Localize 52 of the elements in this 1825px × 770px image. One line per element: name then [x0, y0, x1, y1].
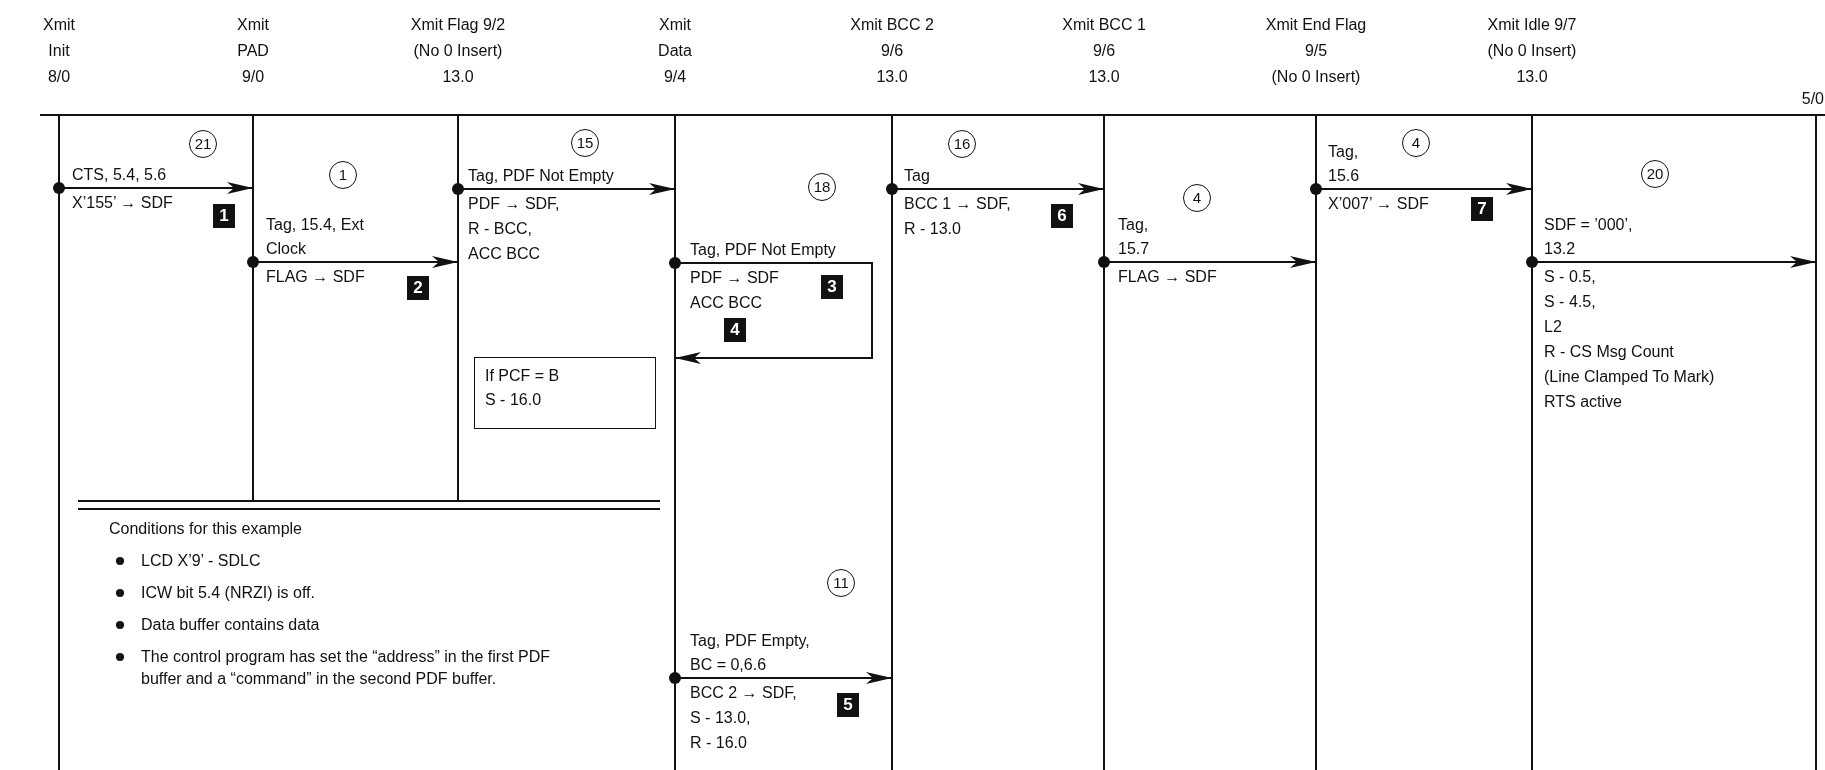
callout-number: 4 — [724, 318, 746, 342]
edge-label: SDF = ’000’, 13.2 — [1544, 215, 1634, 259]
action-text: X’155’ → SDF — [72, 193, 173, 213]
arrow — [1526, 256, 1816, 268]
action-text: R - CS Msg Count — [1544, 342, 1674, 362]
action-text: (Line Clamped To Mark) — [1544, 367, 1715, 387]
edge-label: Tag, PDF Empty, BC = 0,6.6 — [690, 631, 811, 675]
arrow — [886, 183, 1104, 195]
action-text: R - 13.0 — [904, 219, 961, 239]
callout-number: 1 — [213, 204, 235, 228]
callout-number: 5 — [837, 693, 859, 717]
callout-number: 2 — [407, 276, 429, 300]
action-text: BCC 1 → SDF, — [904, 194, 1011, 214]
state-column: 5/0 — [1790, 86, 1824, 770]
action-text: RTS active — [1544, 392, 1622, 412]
note-box: If PCF = B S - 16.0 — [474, 357, 656, 429]
action-text: S - 13.0, — [690, 708, 751, 728]
action-text: S - 4.5, — [1544, 292, 1596, 312]
arrow — [452, 183, 675, 195]
arrow — [247, 256, 458, 268]
edge-label: CTS, 5.4, 5.6 — [72, 165, 168, 185]
arrow — [669, 257, 873, 364]
action-text: BCC 2 → SDF, — [690, 683, 797, 703]
note-text: Data buffer contains data — [141, 615, 321, 635]
edge-label: Tag, 15.4, Ext Clock — [266, 215, 365, 259]
action-text: FLAG → SDF — [266, 267, 365, 287]
note-text: LCD X’9’ - SDLC — [141, 551, 262, 571]
edge-label: Tag, PDF Not Empty — [690, 240, 837, 260]
edge-label: Tag, PDF Not Empty — [468, 166, 615, 186]
edge-label: Tag — [904, 166, 931, 186]
note-heading: Conditions for this example — [109, 519, 302, 539]
action-text: ACC BCC — [468, 244, 540, 264]
arrow — [1310, 183, 1532, 195]
action-text: FLAG → SDF — [1118, 267, 1217, 287]
note-text: ICW bit 5.4 (NRZI) is off. — [141, 583, 316, 603]
callout-number: 7 — [1471, 197, 1493, 221]
action-text: PDF → SDF — [690, 268, 779, 288]
edge-label: Tag, 15.6 — [1328, 142, 1361, 186]
action-text: R - 16.0 — [690, 733, 747, 753]
arrow — [53, 182, 253, 194]
arrow — [669, 672, 892, 684]
callout-number: 3 — [821, 275, 843, 299]
callout-number: 6 — [1051, 204, 1073, 228]
action-text: L2 — [1544, 317, 1562, 337]
note-text: The control program has set the “address” in the first PDF buffer and a “command” in the second PDF buffer. — [141, 647, 552, 689]
action-text: X’007’ → SDF — [1328, 194, 1429, 214]
edge-label: Tag, 15.7 — [1118, 215, 1151, 259]
action-text: R - BCC, — [468, 219, 532, 239]
action-text: S - 0.5, — [1544, 267, 1596, 287]
action-text: ACC BCC — [690, 293, 762, 313]
arrow — [1098, 256, 1316, 268]
action-text: PDF → SDF, — [468, 194, 560, 214]
